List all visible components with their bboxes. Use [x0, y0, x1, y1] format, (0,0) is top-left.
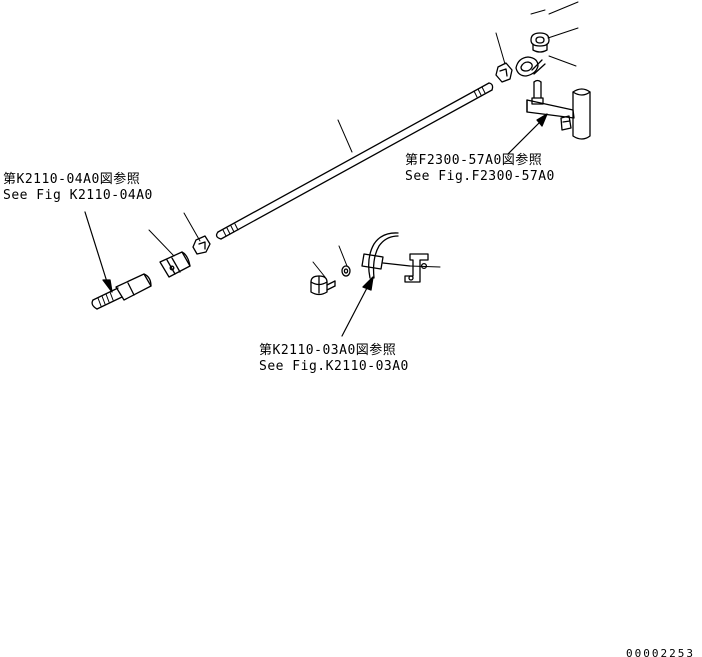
reference-label-k2110-04a0: 第K2110-04A0図参照 See Fig K2110-04A0	[3, 172, 153, 204]
coupling-joint	[159, 251, 191, 278]
lever-assembly	[526, 88, 591, 140]
top-nut	[530, 32, 550, 53]
reference-jp: 第K2110-04A0図参照	[3, 172, 141, 187]
leader-lines	[148, 1, 579, 278]
control-rod	[215, 82, 494, 240]
reference-jp: 第K2110-03A0図参照	[259, 343, 397, 358]
reference-en: See Fig.K2110-03A0	[259, 359, 409, 374]
threaded-pin	[91, 273, 152, 310]
reference-jp: 第F2300-57A0図参照	[405, 153, 543, 168]
reference-en: See Fig K2110-04A0	[3, 188, 153, 203]
nut-right	[495, 62, 513, 83]
rod-thread-right	[473, 86, 486, 98]
reference-en: See Fig.F2300-57A0	[405, 169, 555, 184]
washer	[341, 265, 351, 277]
ball-stud	[531, 79, 544, 105]
reference-label-k2110-03a0: 第K2110-03A0図参照 See Fig.K2110-03A0	[259, 343, 409, 375]
rod-thread-left	[222, 223, 239, 237]
rod-end	[515, 56, 546, 77]
cable-clamp	[361, 232, 411, 279]
drawing-number: 00002253	[626, 647, 695, 657]
nut-left	[192, 235, 211, 255]
bracket	[404, 253, 429, 283]
bolt	[310, 275, 336, 296]
reference-label-f2300-57a0: 第F2300-57A0図参照 See Fig.F2300-57A0	[405, 153, 555, 185]
reference-arrows	[84, 113, 548, 337]
